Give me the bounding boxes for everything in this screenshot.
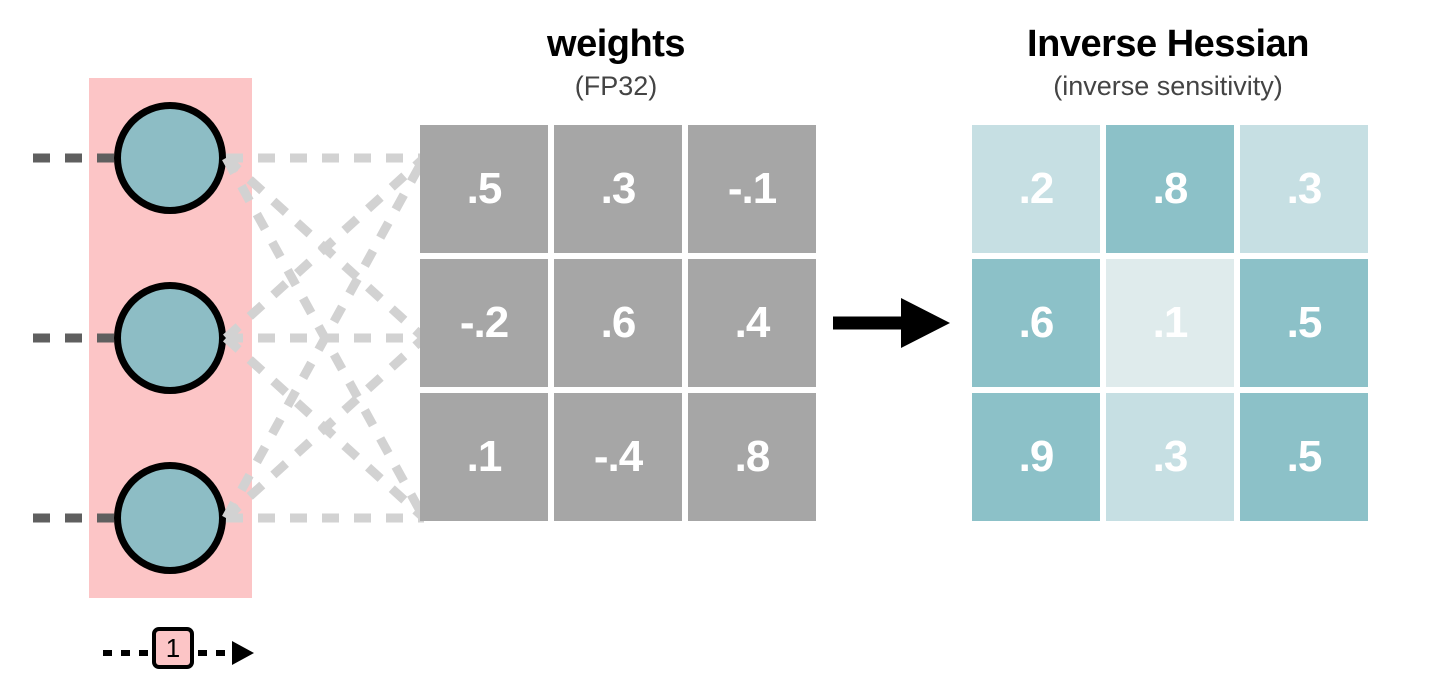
matrix-cell: -.4 [554, 393, 682, 521]
matrix-cell: .1 [420, 393, 548, 521]
matrix-cell: .1 [1106, 259, 1234, 387]
fully-connected-lines [222, 153, 428, 523]
index-marker-row: 1 [85, 622, 265, 674]
neuron-node [114, 462, 226, 574]
hessian-column-title: Inverse Hessian [1027, 23, 1309, 65]
neuron-node [114, 102, 226, 214]
matrix-cell: .2 [972, 125, 1100, 253]
inverse-hessian-matrix: .2.8.3.6.1.5.9.3.5 [972, 125, 1368, 521]
neuron-node [114, 282, 226, 394]
weights-column-subtitle: (FP32) [574, 71, 658, 101]
index-badge[interactable]: 1 [152, 627, 194, 669]
matrix-cell: .8 [1106, 125, 1234, 253]
matrix-cell: .8 [688, 393, 816, 521]
matrix-cell: .9 [972, 393, 1100, 521]
matrix-cell: .5 [420, 125, 548, 253]
matrix-cell: .6 [972, 259, 1100, 387]
matrix-cell: .4 [688, 259, 816, 387]
matrix-cell: .3 [554, 125, 682, 253]
hessian-column-subtitle: (inverse sensitivity) [1053, 71, 1283, 101]
matrix-cell: .3 [1106, 393, 1234, 521]
matrix-cell: .5 [1240, 393, 1368, 521]
weights-column-title: weights [547, 23, 685, 65]
right-arrow-icon [833, 298, 950, 348]
matrix-cell: .6 [554, 259, 682, 387]
matrix-cell: -.2 [420, 259, 548, 387]
matrix-cell: .3 [1240, 125, 1368, 253]
matrix-cell: .5 [1240, 259, 1368, 387]
weights-matrix: .5.3-.1 -.2.6.4 .1-.4.8 [420, 125, 816, 521]
matrix-cell: -.1 [688, 125, 816, 253]
